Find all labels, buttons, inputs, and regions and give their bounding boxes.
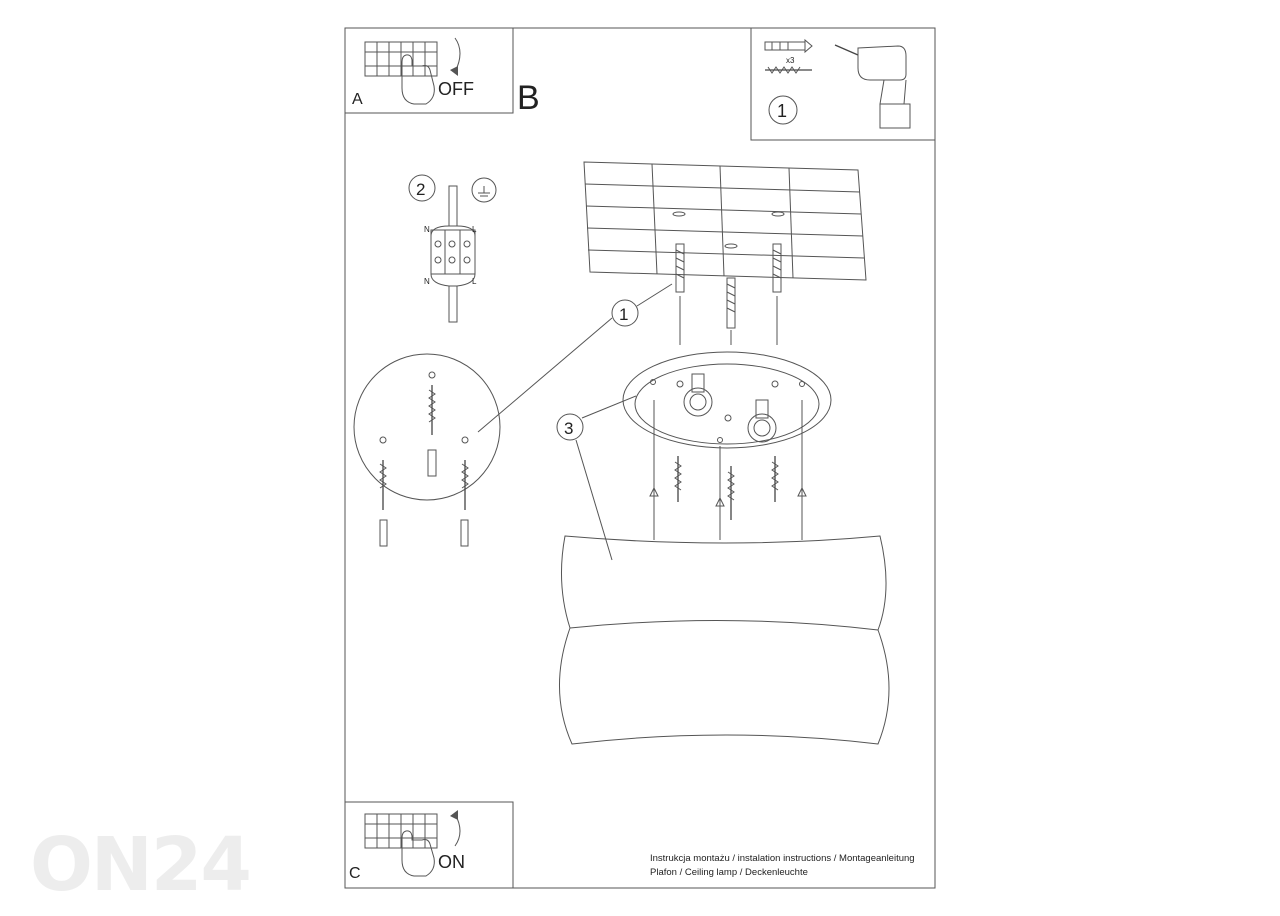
- wiring-detail: 2 N L N L: [408, 174, 497, 323]
- magnified-fixing-detail: [353, 317, 613, 547]
- arrow-head-icon: [450, 810, 458, 820]
- wall-plug-icon: [772, 243, 782, 293]
- callout-1-number: 1: [619, 305, 628, 324]
- base-screws: [649, 400, 807, 540]
- arrow-up-icon: [797, 486, 807, 497]
- cable-bottom: [448, 285, 458, 323]
- ceiling-outline: [583, 161, 867, 281]
- panel-c-caption: ON: [438, 852, 465, 872]
- panel-a-letter: A: [352, 91, 363, 108]
- shade-top: [560, 535, 887, 631]
- panel-c: C ON: [344, 801, 514, 889]
- wall-plug-icon: [764, 38, 813, 54]
- terminal-label-n-bottom: N: [424, 277, 430, 286]
- wall-plug-icon: [726, 277, 736, 329]
- panel-c-letter: C: [349, 865, 361, 882]
- arrow-head-icon: [450, 66, 458, 76]
- base-plate-outline: [622, 351, 832, 449]
- footer-line-1: Instrukcja montażu / instalation instruc…: [650, 853, 915, 864]
- callout-2-circle: [408, 174, 436, 202]
- callout-3-circle: [556, 413, 584, 441]
- hand-icon: [401, 54, 435, 105]
- page-frame: [344, 27, 936, 889]
- leader-line: [575, 439, 613, 561]
- screw-icon: [765, 66, 812, 74]
- lamp-shade: [559, 535, 890, 745]
- panel-b-letter: B: [517, 79, 540, 117]
- arrow-up-icon: [649, 486, 659, 497]
- step-1-number: 1: [777, 101, 787, 121]
- panel-a-caption: OFF: [438, 79, 474, 99]
- wall-plug-icon: [460, 519, 469, 547]
- wall-plug-icon: [379, 519, 388, 547]
- wall-plug-icon: [675, 243, 685, 293]
- leader-line: [636, 283, 673, 307]
- quantity-label: x3: [786, 56, 795, 65]
- magnifier-circle: [353, 353, 501, 501]
- mounting-base: [622, 351, 832, 449]
- terminal-label-l-bottom: L: [472, 277, 477, 286]
- ceiling-grid: [583, 161, 867, 281]
- drill-icon: [834, 44, 911, 129]
- shade-bottom: [559, 627, 890, 745]
- footer-line-2: Plafon / Ceiling lamp / Deckenleuchte: [650, 867, 808, 878]
- breaker-box-icon: [364, 813, 438, 849]
- breaker-box-icon: [364, 41, 438, 77]
- tools-box: x3 1: [750, 27, 936, 141]
- panel-a: A OFF: [344, 27, 514, 114]
- panel-a-frame: [344, 27, 514, 114]
- bulb-socket-icon: [747, 413, 777, 443]
- leader-line: [477, 317, 613, 433]
- ceiling-anchors: [675, 243, 782, 345]
- terminal-label-n-top: N: [424, 225, 430, 234]
- leader-line: [581, 395, 637, 419]
- bulb-socket-icon: [683, 387, 713, 417]
- callout-1-circle: [611, 299, 639, 327]
- terminal-block-icon: [430, 229, 476, 275]
- step-1-circle: [768, 95, 798, 125]
- tools-box-frame: [750, 27, 936, 141]
- panel-c-frame: [344, 801, 514, 889]
- callout-2-number: 2: [416, 180, 425, 199]
- hand-icon: [401, 830, 435, 877]
- wall-plug-icon: [427, 449, 437, 477]
- arrow-up-icon: [715, 496, 725, 507]
- callout-3-number: 3: [564, 419, 573, 438]
- cable-top: [448, 185, 458, 227]
- ground-symbol-icon: [471, 177, 497, 203]
- terminal-label-l-top: L: [472, 225, 477, 234]
